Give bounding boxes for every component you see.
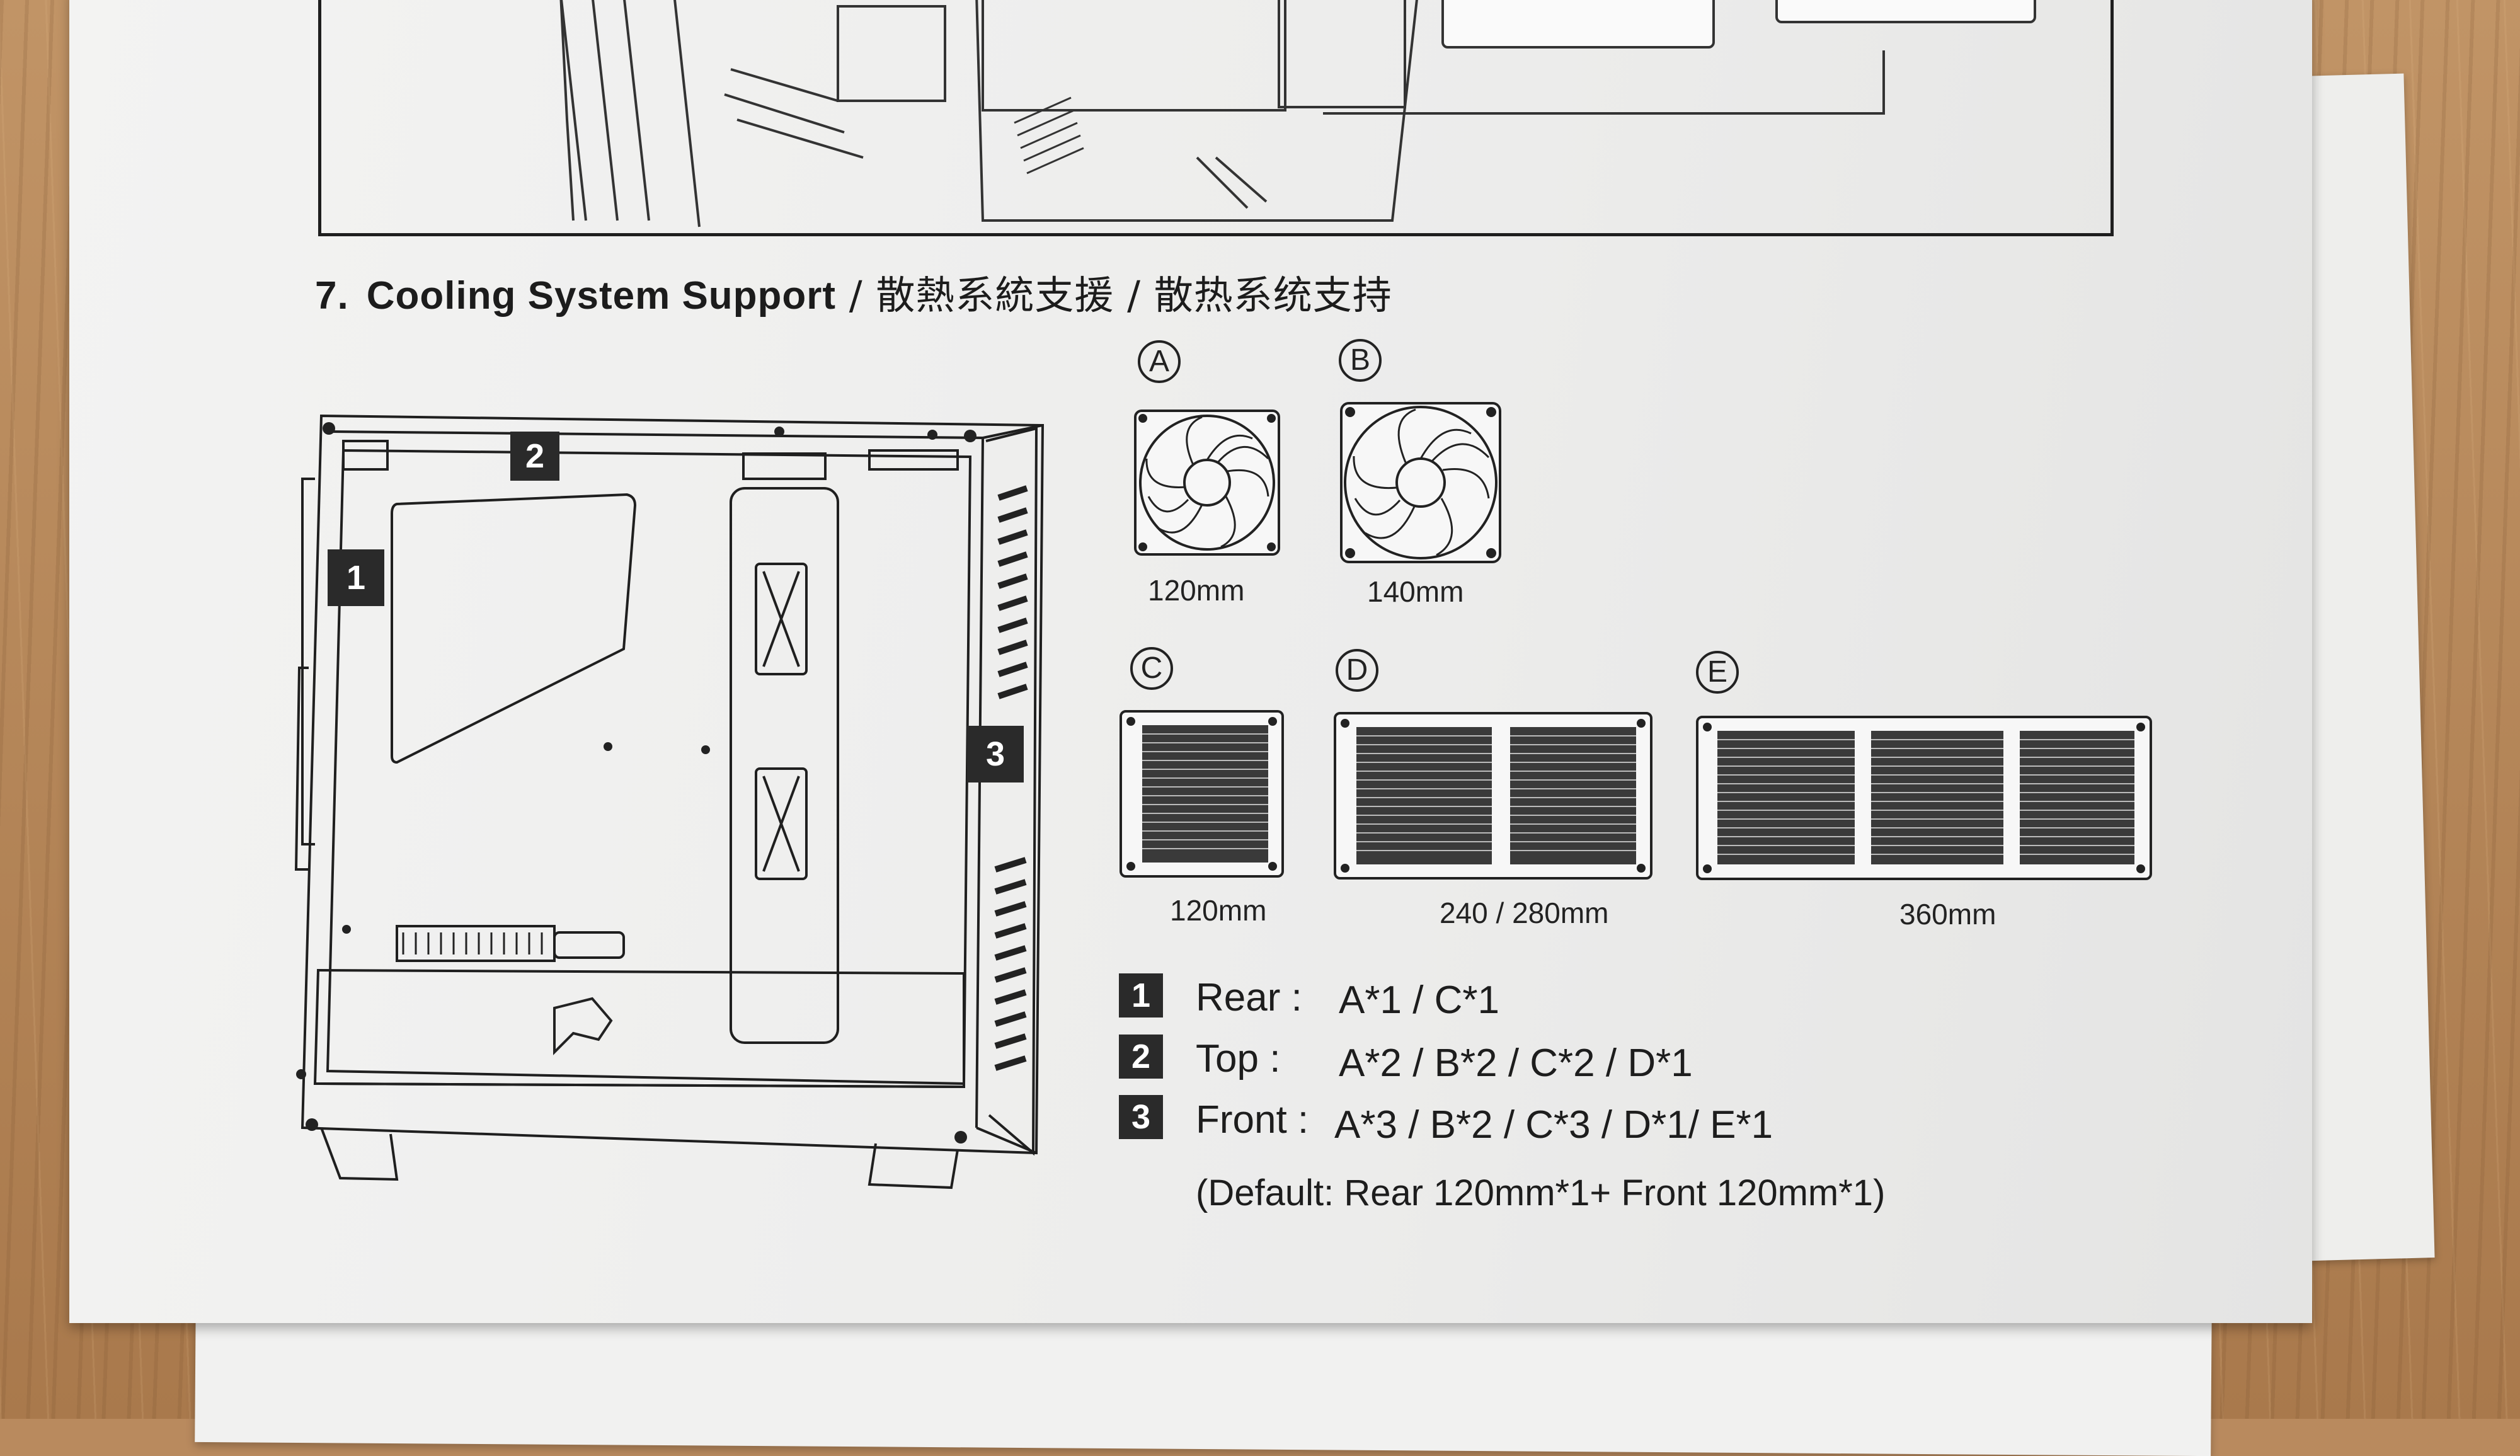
case-marker-front: 3: [967, 726, 1024, 782]
radiator-c-letter: C: [1130, 647, 1173, 690]
heading-chinese-simplified: 散热系统支持: [1154, 272, 1392, 318]
radiator-d-size: 240 / 280mm: [1440, 897, 1609, 929]
support-row-2-value: A*2 / B*2 / C*2 / D*1: [1339, 1041, 1693, 1085]
radiator-e-size: 360mm: [1899, 898, 1996, 931]
support-row-3-value: A*3 / B*2 / C*3 / D*1/ E*1: [1334, 1103, 1773, 1147]
brand-logo-icon: [553, 997, 613, 1055]
fan-a-size: 120mm: [1148, 574, 1245, 607]
fan-b-size: 140mm: [1367, 575, 1464, 608]
previous-case-illustration: [559, 0, 2036, 227]
section-heading: 7. Cooling System Support / 散熱系統支援 / 散热系统…: [315, 263, 1392, 320]
support-row-2-location: Top :: [1196, 1037, 1281, 1081]
previous-section-illustration-frame: [318, 0, 2114, 236]
radiator-d-letter: D: [1336, 649, 1378, 692]
heading-english: Cooling System Support: [366, 274, 837, 318]
case-marker-rear: 1: [328, 549, 384, 606]
fan-120mm-icon: [1134, 410, 1280, 556]
support-row-3-location: Front :: [1196, 1098, 1309, 1142]
radiator-120mm-icon: [1120, 710, 1284, 878]
fan-b-letter: B: [1339, 339, 1382, 382]
pc-case-diagram: [294, 414, 1045, 1189]
heading-separator: /: [836, 272, 876, 318]
fan-a-letter: A: [1138, 340, 1181, 383]
heading-chinese-traditional: 散熱系統支援: [876, 272, 1114, 318]
radiator-360mm-icon: [1696, 716, 2152, 880]
support-row-1-badge: 1: [1119, 973, 1163, 1017]
case-marker-top: 2: [510, 432, 559, 481]
support-row-1-value: A*1 / C*1: [1339, 978, 1500, 1022]
fan-140mm-icon: [1340, 402, 1501, 563]
support-row-1-location: Rear :: [1196, 976, 1302, 1019]
default-config-note: (Default: Rear 120mm*1+ Front 120mm*1): [1196, 1172, 1886, 1213]
section-number: 7.: [315, 274, 349, 318]
radiator-240-280mm-icon: [1334, 712, 1652, 880]
heading-separator: /: [1114, 272, 1154, 318]
radiator-c-size: 120mm: [1170, 894, 1267, 927]
support-row-2-badge: 2: [1119, 1035, 1163, 1079]
radiator-e-letter: E: [1696, 651, 1739, 694]
support-row-3-badge: 3: [1119, 1095, 1163, 1139]
